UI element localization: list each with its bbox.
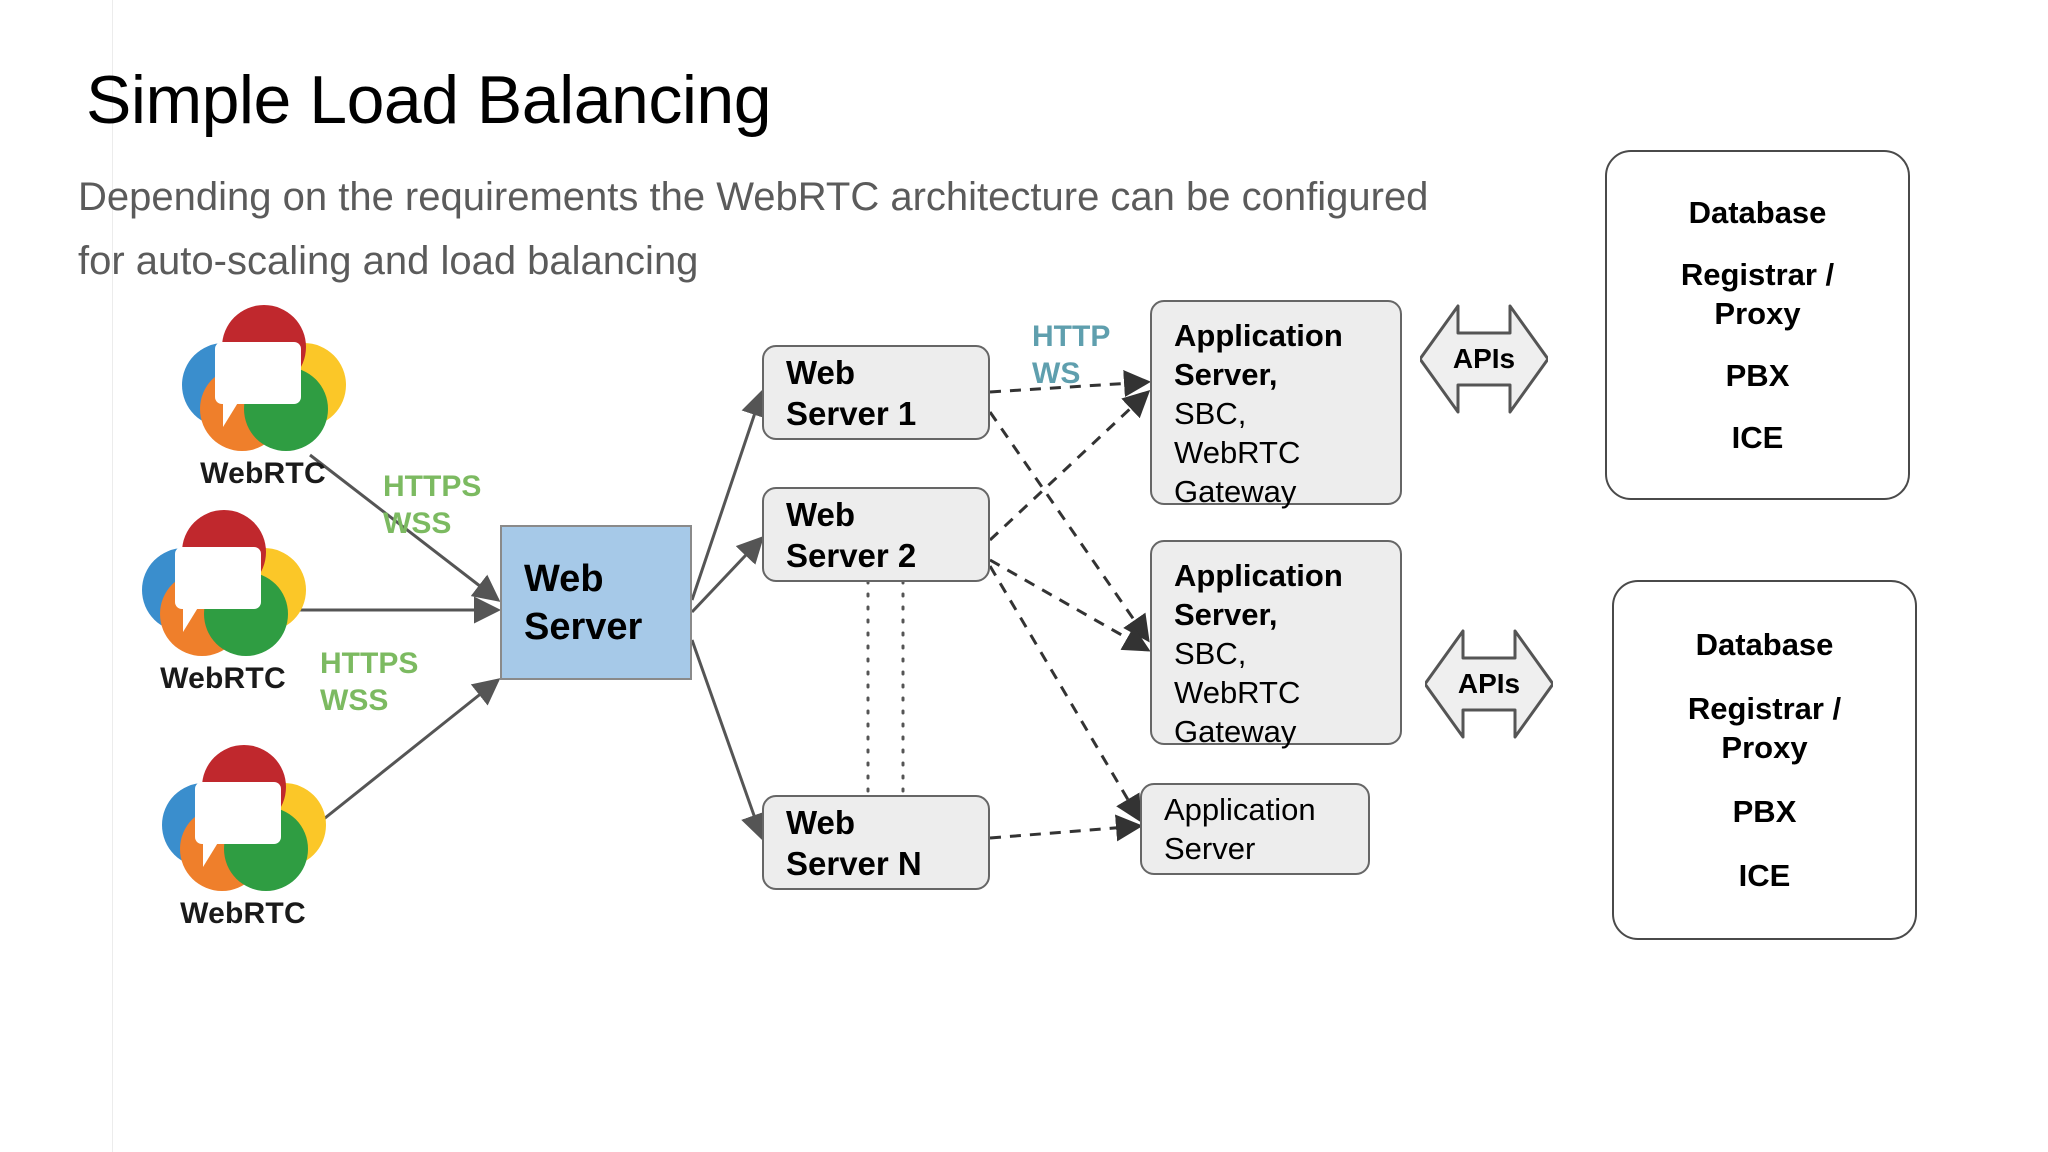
- database-line: Proxy: [1721, 730, 1808, 765]
- speech-bubble-tail-icon: [203, 841, 219, 867]
- app-server-line: Application: [1164, 792, 1316, 827]
- webrtc-client-label: WebRTC: [200, 457, 326, 490]
- speech-bubble-icon: [175, 547, 261, 609]
- web-server-line-1: Web: [786, 803, 856, 841]
- database-line: ICE: [1731, 420, 1784, 455]
- webserver-ellipsis-dots: [866, 566, 905, 800]
- application-server-2-node[interactable]: Application Server, SBC, WebRTC Gateway: [1150, 540, 1402, 749]
- api-arrow-label: APIs: [1452, 343, 1516, 374]
- webrtc-client-2[interactable]: WebRTC: [128, 510, 318, 696]
- database-line: Database: [1688, 195, 1827, 230]
- speech-bubble-tail-icon: [223, 401, 239, 427]
- load-balancer-line-1: Web: [524, 557, 604, 600]
- database-line-group: Registrar / Proxy: [1688, 689, 1841, 767]
- page-title: Simple Load Balancing: [86, 62, 772, 138]
- api-arrow-bottom[interactable]: APIs: [1425, 625, 1553, 743]
- webrtc-logo-icon: [158, 745, 328, 893]
- application-server-1-node[interactable]: Application Server, SBC, WebRTC Gateway: [1150, 300, 1402, 509]
- speech-bubble-icon: [195, 782, 281, 844]
- web-server-line-2: Server N: [786, 844, 922, 882]
- https-wss-label-top: HTTPS WSS: [383, 470, 482, 540]
- webrtc-client-3[interactable]: WebRTC: [148, 745, 338, 931]
- database-line-group: Registrar / Proxy: [1681, 255, 1834, 333]
- api-arrow-label: APIs: [1457, 668, 1521, 699]
- database-line: Database: [1695, 627, 1834, 662]
- database-node-top[interactable]: Database Registrar / Proxy PBX ICE: [1605, 150, 1910, 500]
- load-balancer-node[interactable]: Web Server: [500, 525, 692, 680]
- lb-to-webserver-links: [690, 389, 768, 841]
- webrtc-client-1[interactable]: WebRTC: [168, 305, 358, 491]
- page-subtitle: Depending on the requirements the WebRTC…: [78, 175, 1429, 283]
- speech-bubble-tail-icon: [183, 606, 199, 632]
- web-server-line-1: Web: [786, 353, 856, 391]
- load-balancer-line-2: Server: [524, 605, 643, 648]
- app-server-line: Application: [1174, 558, 1343, 593]
- web-server-line-1: Web: [786, 495, 856, 533]
- app-server-line: SBC,: [1174, 636, 1247, 671]
- app-server-line: Server,: [1174, 597, 1278, 632]
- double-arrow-icon: [1425, 629, 1553, 739]
- database-line: Registrar /: [1680, 257, 1835, 292]
- app-server-line: Gateway: [1174, 474, 1297, 509]
- http-ws-label: HTTP WS: [1032, 320, 1111, 390]
- web-server-line-2: Server 1: [786, 394, 917, 432]
- database-node-bottom[interactable]: Database Registrar / Proxy PBX ICE: [1612, 580, 1917, 940]
- https-wss-label-bottom: HTTPS WSS: [320, 647, 419, 717]
- database-line: Registrar /: [1687, 691, 1842, 726]
- database-line: ICE: [1738, 858, 1791, 893]
- double-arrow-icon: [1420, 304, 1548, 414]
- app-server-line: SBC,: [1174, 396, 1247, 431]
- app-server-line: Server: [1164, 831, 1256, 866]
- app-server-line: Gateway: [1174, 714, 1297, 749]
- app-server-line: WebRTC: [1174, 675, 1301, 710]
- left-divider: [112, 0, 113, 1152]
- webrtc-logo-icon: [178, 305, 348, 453]
- app-server-line: Server,: [1174, 357, 1278, 392]
- api-arrow-top[interactable]: APIs: [1420, 300, 1548, 418]
- database-line: PBX: [1732, 794, 1797, 829]
- web-server-2-node[interactable]: Web Server 2: [762, 487, 990, 582]
- webrtc-client-label: WebRTC: [160, 662, 286, 695]
- webserver-to-appserver-links: [988, 370, 1151, 842]
- app-server-line: Application: [1174, 318, 1343, 353]
- application-server-3-node[interactable]: Application Server: [1140, 783, 1370, 875]
- app-server-line: WebRTC: [1174, 435, 1301, 470]
- webrtc-client-label: WebRTC: [180, 897, 306, 930]
- web-server-line-2: Server 2: [786, 536, 917, 574]
- database-line: PBX: [1725, 358, 1790, 393]
- web-server-n-node[interactable]: Web Server N: [762, 795, 990, 890]
- database-line: Proxy: [1714, 296, 1801, 331]
- webrtc-logo-icon: [138, 510, 308, 658]
- web-server-1-node[interactable]: Web Server 1: [762, 345, 990, 440]
- speech-bubble-icon: [215, 342, 301, 404]
